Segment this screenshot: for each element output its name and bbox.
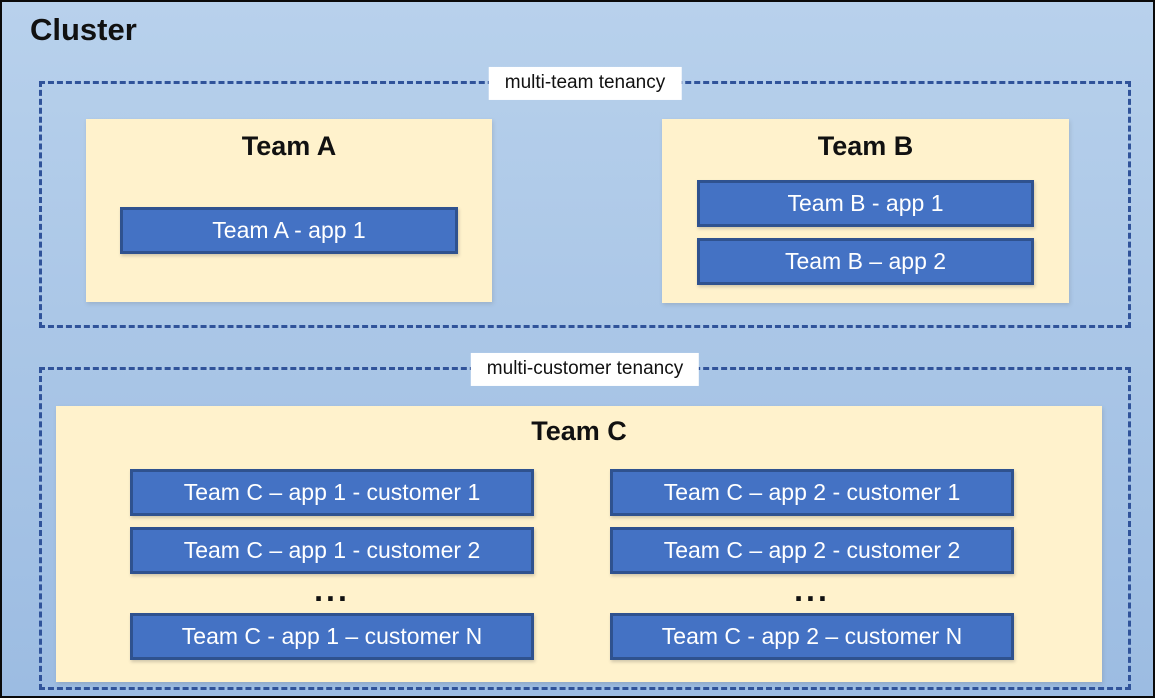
team-c-title: Team C [531,416,627,446]
multi-customer-tenancy-group: multi-customer tenancy [39,352,1131,690]
team-c-app2-customer1-box: Team C – app 2 - customer 1 [610,469,1014,516]
team-b-panel: Team B Team B - app 1 Team B – app 2 [662,119,1069,303]
team-c-panel: Team C Team C – app 1 - customer 1 Team … [56,406,1102,682]
team-a-title: Team A [241,131,337,161]
cluster-title: Cluster [30,12,137,47]
team-c-app2-ellipsis: ... [794,572,830,608]
team-a-panel: Team A Team A - app 1 [86,119,492,302]
team-c-app2-customerN-box: Team C - app 2 – customer N [610,613,1014,660]
team-c-app1-customer1-box: Team C – app 1 - customer 1 [130,469,534,516]
team-b-app-2-box: Team B – app 2 [697,238,1034,285]
multi-customer-tenancy-label: multi-customer tenancy [470,352,700,386]
team-b-app-1-box: Team B - app 1 [697,180,1034,227]
team-c-app1-customerN-box: Team C - app 1 – customer N [130,613,534,660]
team-c-app2-customer2-box: Team C – app 2 - customer 2 [610,527,1014,574]
multi-team-tenancy-group: multi-team tenancy [39,66,1131,328]
team-c-app1-ellipsis: ... [314,572,350,608]
team-c-app1-customer2-box: Team C – app 1 - customer 2 [130,527,534,574]
team-b-title: Team B [817,131,914,161]
multi-team-tenancy-label: multi-team tenancy [488,66,682,100]
team-a-app-1-box: Team A - app 1 [120,207,458,254]
